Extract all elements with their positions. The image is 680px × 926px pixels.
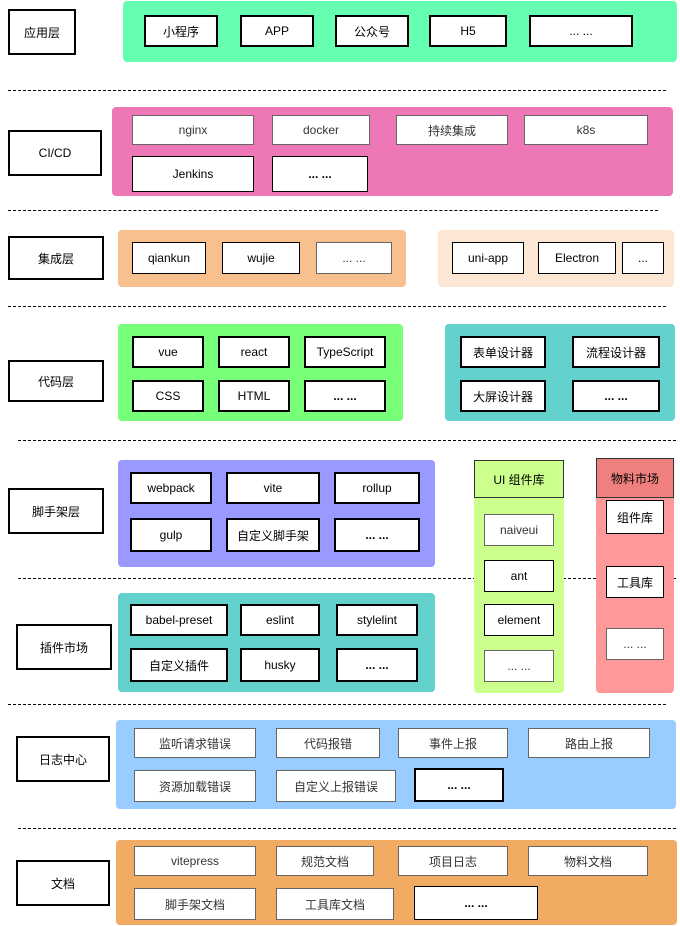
app-item: H5 (429, 15, 507, 47)
plugin-item: 自定义插件 (130, 648, 228, 682)
separator-line (18, 828, 676, 829)
cicd-item: docker (272, 115, 370, 145)
layer-label-integration: 集成层 (8, 236, 104, 280)
scaffold-item: webpack (130, 472, 212, 504)
layer-label-log: 日志中心 (16, 736, 110, 782)
log-item: 资源加载错误 (134, 770, 256, 802)
layer-label-scaffold: 脚手架层 (8, 488, 104, 534)
layer-label-docs: 文档 (16, 860, 110, 906)
scaffold-item: rollup (334, 472, 420, 504)
layer-label-plugin: 插件市场 (16, 624, 112, 670)
app-item: 公众号 (335, 15, 409, 47)
code-item: react (218, 336, 290, 368)
cicd-item: 持续集成 (396, 115, 508, 145)
market-item: ... ... (606, 628, 664, 660)
docs-item: vitepress (134, 846, 256, 876)
cicd-item: Jenkins (132, 156, 254, 192)
code-item: vue (132, 336, 204, 368)
separator-line (8, 90, 666, 91)
code-item: TypeScript (304, 336, 386, 368)
layer-label-code: 代码层 (8, 360, 104, 402)
plugin-item: stylelint (336, 604, 418, 636)
ui-lib-item: element (484, 604, 554, 636)
app-item: ... ... (529, 15, 633, 47)
docs-item: 脚手架文档 (134, 888, 256, 920)
integration-item: qiankun (132, 242, 206, 274)
plugin-item: husky (240, 648, 320, 682)
ui-lib-title: UI 组件库 (474, 460, 564, 498)
integration-item: ... ... (316, 242, 392, 274)
code-item: CSS (132, 380, 204, 412)
market-item: 组件库 (606, 500, 664, 534)
separator-line (8, 306, 666, 307)
docs-item: 物料文档 (528, 846, 648, 876)
docs-item: 规范文档 (276, 846, 374, 876)
docs-item: 工具库文档 (276, 888, 394, 920)
log-item: 事件上报 (398, 728, 508, 758)
designer-item: 表单设计器 (460, 336, 546, 368)
integration-item: Electron (538, 242, 616, 274)
app-item: APP (240, 15, 314, 47)
log-item: 监听请求错误 (134, 728, 256, 758)
plugin-item: eslint (240, 604, 320, 636)
designer-item: ... ... (572, 380, 660, 412)
separator-line (8, 210, 658, 211)
designer-item: 流程设计器 (572, 336, 660, 368)
separator-line (18, 578, 676, 579)
ui-lib-item: ... ... (484, 650, 554, 682)
docs-item: ... ... (414, 886, 538, 920)
cicd-item: ... ... (272, 156, 368, 192)
separator-line (18, 440, 676, 441)
scaffold-item: gulp (130, 518, 212, 552)
layer-label-cicd: CI/CD (8, 130, 102, 176)
plugin-item: babel-preset (130, 604, 228, 636)
separator-line (8, 704, 666, 705)
ui-lib-item: naiveui (484, 514, 554, 546)
integration-item: wujie (222, 242, 300, 274)
docs-item: 项目日志 (398, 846, 508, 876)
designer-item: 大屏设计器 (460, 380, 546, 412)
cicd-item: k8s (524, 115, 648, 145)
cicd-item: nginx (132, 115, 254, 145)
layer-label-app: 应用层 (8, 9, 76, 55)
plugin-item: ... ... (336, 648, 418, 682)
log-item: 代码报错 (276, 728, 380, 758)
ui-lib-item: ant (484, 560, 554, 592)
app-item: 小程序 (144, 15, 218, 47)
market-item: 工具库 (606, 566, 664, 598)
log-item: 路由上报 (528, 728, 650, 758)
code-item: HTML (218, 380, 290, 412)
scaffold-item: ... ... (334, 518, 420, 552)
integration-item: ... (622, 242, 664, 274)
market-title: 物料市场 (596, 458, 674, 498)
scaffold-item: vite (226, 472, 320, 504)
log-item: 自定义上报错误 (276, 770, 396, 802)
integration-item: uni-app (452, 242, 524, 274)
scaffold-item: 自定义脚手架 (226, 518, 320, 552)
code-item: ... ... (304, 380, 386, 412)
log-item: ... ... (414, 768, 504, 802)
